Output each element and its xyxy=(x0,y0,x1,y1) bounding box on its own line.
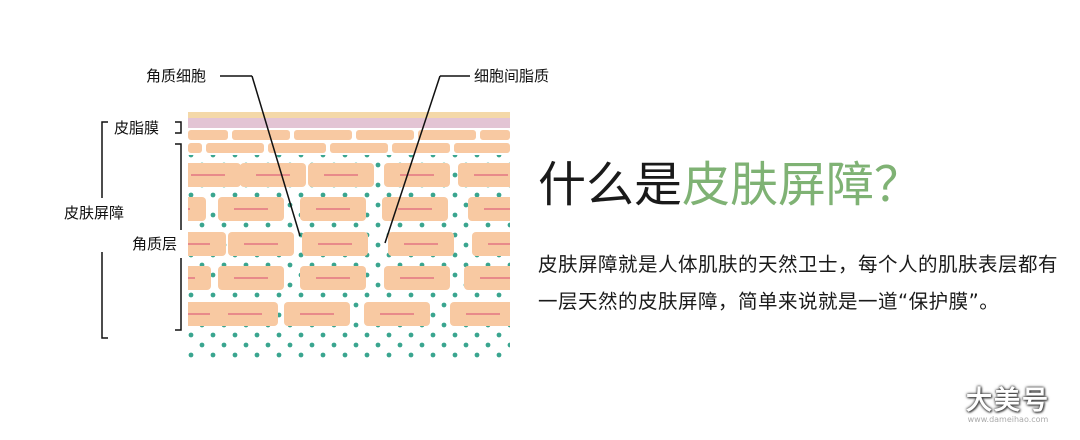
label-skin-barrier: 皮肤屏障 xyxy=(62,204,127,222)
title-plain: 什么是 xyxy=(538,157,683,213)
label-sebum-film: 皮脂膜 xyxy=(112,119,162,137)
stratum-corneum-bracket-bottom xyxy=(175,258,182,331)
sebum-film-layer xyxy=(188,118,510,128)
sebum-film-bracket xyxy=(175,121,182,134)
corneocyte xyxy=(188,266,211,290)
watermark-logo: 大美号 xyxy=(965,386,1050,416)
skin-barrier-bracket-bottom xyxy=(101,252,108,339)
watermark: 大美号 www.dameihao.com xyxy=(966,380,1050,424)
title-accent: 皮肤屏障？ xyxy=(682,157,923,213)
skin-barrier-bracket-top xyxy=(101,121,108,198)
description-text: 皮肤屏障就是人体肌肤的天然卫士，每个人的肌肤表层都有一层天然的皮肤屏障，简单来说… xyxy=(538,253,1059,313)
corneocyte-cells xyxy=(188,163,510,326)
upper-brick-rows xyxy=(188,130,510,153)
brackets xyxy=(101,121,182,339)
watermark-url: www.dameihao.com xyxy=(967,415,1049,424)
stratum-corneum-bracket-top xyxy=(175,143,182,230)
label-corneocyte: 角质细胞 xyxy=(144,67,209,85)
leader-lines xyxy=(220,75,470,244)
label-stratum-corneum: 角质层 xyxy=(130,235,180,253)
sebum-film-layer xyxy=(188,112,510,118)
corneocyte xyxy=(188,197,206,221)
page-title: 什么是皮肤屏障？ xyxy=(538,150,922,220)
leader-line-corneocyte xyxy=(251,75,301,237)
label-intercellular-lipid: 细胞间脂质 xyxy=(472,67,552,85)
leader-line-lipid xyxy=(384,75,441,244)
